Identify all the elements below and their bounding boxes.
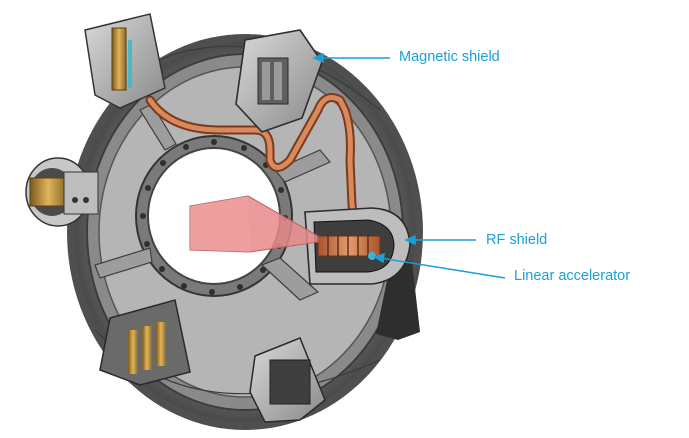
left-head-module — [25, 157, 99, 227]
radial-supports — [94, 103, 331, 301]
magnetic-shield-module — [235, 29, 323, 133]
rf-shield-label: RF shield — [486, 232, 548, 248]
magnetic-shield-label: Magnetic shield — [399, 49, 500, 65]
waveguide — [145, 93, 357, 230]
leader-linear-accelerator — [379, 257, 506, 279]
rf-shield-module — [304, 207, 411, 285]
right-frame — [376, 256, 420, 340]
linear-accelerator-cavities — [317, 235, 381, 260]
linear-accelerator-label: Linear accelerator — [514, 268, 631, 284]
top-head-module — [84, 13, 166, 109]
bottom-module — [249, 337, 326, 423]
bottom-left-module — [99, 299, 191, 386]
callout-leaders — [312, 52, 506, 279]
